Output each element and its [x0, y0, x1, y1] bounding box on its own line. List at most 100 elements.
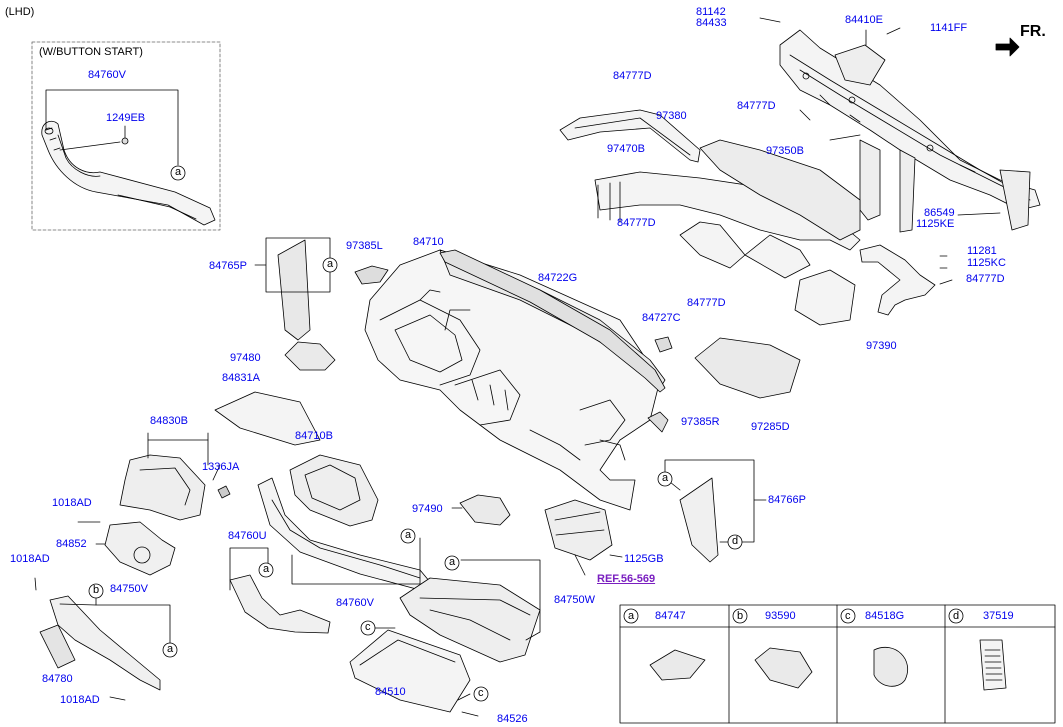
trim-strip-84722g-drawing — [439, 249, 666, 393]
front-direction-label: FR. — [1020, 23, 1046, 40]
part-1125kc-label[interactable]: 1125KC — [967, 257, 1006, 269]
screw-1018ad-lower — [34, 577, 126, 701]
bracket-93590-icon — [754, 647, 813, 689]
part-1125gb-label[interactable]: 1125GB — [624, 553, 664, 565]
legend-table — [619, 604, 1056, 724]
part-97390-label[interactable]: 97390 — [866, 340, 897, 352]
leader-84766p — [664, 459, 767, 543]
part-84852-label[interactable]: 84852 — [56, 538, 87, 550]
part-84510-label[interactable]: 84510 — [375, 686, 406, 698]
inset-mark-a: a — [175, 166, 182, 178]
ref-56-569-link[interactable]: REF.56-569 — [597, 573, 656, 585]
vent-97490-drawing — [459, 494, 511, 526]
legend-part-93590[interactable]: 93590 — [765, 610, 796, 622]
duct-97350b-drawing — [594, 139, 861, 326]
variant-label: (LHD) — [5, 6, 35, 18]
part-97380-label[interactable]: 97380 — [656, 110, 687, 122]
legend-mark-d: d — [953, 610, 960, 622]
part-84766p-label[interactable]: 84766P — [768, 494, 806, 506]
inset-mark-a-circle — [170, 165, 186, 181]
part-84777d-label-1[interactable]: 84777D — [613, 70, 652, 82]
part-1125ke-label[interactable]: 1125KE — [916, 218, 955, 230]
mark-a-84765p-circle — [322, 257, 338, 273]
cover-84831a-drawing — [214, 391, 321, 446]
part-84777d-label-5[interactable]: 84777D — [687, 297, 726, 309]
part-84433-label[interactable]: 84433 — [696, 17, 727, 29]
glove-box-housing-84750w-drawing — [399, 559, 541, 663]
part-97350b-label[interactable]: 97350B — [766, 145, 804, 157]
part-97385l-label[interactable]: 97385L — [346, 240, 383, 252]
part-1018ad-label-1[interactable]: 1018AD — [52, 497, 92, 509]
part-84760v-label[interactable]: 84760V — [336, 597, 374, 609]
inset-part-84760v-label[interactable]: 84760V — [88, 69, 126, 81]
legend-part-37519[interactable]: 37519 — [983, 610, 1014, 622]
part-84410e-label[interactable]: 84410E — [845, 14, 883, 26]
cap-84518g-icon — [873, 647, 908, 687]
mark-a-84750v-circle — [162, 642, 178, 658]
part-97470b-label[interactable]: 97470B — [607, 143, 645, 155]
vent-97385l-drawing — [354, 265, 389, 285]
inset-screw-icon — [121, 137, 129, 145]
mark-c-84510-lower: c — [478, 687, 484, 699]
part-1141ff-label[interactable]: 1141FF — [930, 22, 968, 34]
part-11281-label[interactable]: 11281 — [967, 245, 997, 257]
inset-screw-1249eb-label[interactable]: 1249EB — [106, 112, 146, 124]
part-97285d-label[interactable]: 97285D — [751, 421, 790, 433]
part-97490-label[interactable]: 97490 — [412, 503, 443, 515]
panel-84765p-drawing — [277, 239, 311, 341]
legend-part-84747[interactable]: 84747 — [655, 610, 686, 622]
part-84831a-label[interactable]: 84831A — [222, 372, 260, 384]
part-84780-label[interactable]: 84780 — [42, 673, 73, 685]
part-84777d-label-2[interactable]: 84777D — [737, 100, 776, 112]
lower-panel-84750v-drawing — [49, 595, 171, 691]
mark-a-84760v: a — [405, 529, 412, 541]
lower-trim-84760v-drawing — [257, 477, 431, 591]
part-1018ad-label-2[interactable]: 1018AD — [10, 553, 50, 565]
part-1336ja-label[interactable]: 1336JA — [202, 461, 240, 473]
mark-a-84766p: a — [662, 472, 669, 484]
part-97385r-label[interactable]: 97385R — [681, 416, 720, 428]
part-84526-label[interactable]: 84526 — [497, 713, 528, 725]
mark-b-84750v: b — [93, 584, 100, 596]
vent-97480-drawing — [284, 341, 336, 371]
part-97480-label[interactable]: 97480 — [230, 352, 261, 364]
part-84750v-label[interactable]: 84750V — [110, 583, 148, 595]
mark-a-84750v: a — [167, 643, 174, 655]
clip-84727c-drawing — [654, 336, 673, 353]
part-84777d-label-4[interactable]: 84777D — [966, 273, 1005, 285]
inset-trim-drawing — [41, 89, 216, 226]
vent-97385r-drawing — [647, 411, 669, 433]
cover-84780-drawing — [39, 624, 76, 669]
mark-c-84510-upper: c — [365, 621, 371, 633]
cover-97285d-drawing — [694, 337, 801, 399]
part-81142-label[interactable]: 81142 — [696, 6, 726, 18]
duct-97380-drawing — [559, 109, 701, 163]
panel-84766p-drawing — [679, 477, 719, 563]
lower-cover-84830b-drawing — [119, 432, 221, 521]
part-84727c-label[interactable]: 84727C — [642, 312, 681, 324]
part-84760u-label[interactable]: 84760U — [228, 530, 267, 542]
leader-lines-top-right — [759, 17, 1001, 285]
front-arrow-icon — [995, 37, 1020, 57]
legend-part-84518g[interactable]: 84518G — [865, 610, 905, 622]
part-86549-label[interactable]: 86549 — [924, 207, 955, 219]
part-84750w-label[interactable]: 84750W — [554, 594, 595, 606]
inset-box — [31, 41, 221, 231]
clip-84747-icon — [649, 649, 706, 681]
mark-a-84760v-circle — [400, 528, 416, 544]
label-37519-icon — [979, 639, 1007, 691]
part-1018ad-label-3[interactable]: 1018AD — [60, 694, 100, 706]
part-84777d-label-3[interactable]: 84777D — [617, 217, 656, 229]
part-84765p-label[interactable]: 84765P — [209, 260, 247, 272]
cowl-cross-bar-drawing — [779, 29, 1041, 233]
mark-a-84760u-circle — [258, 562, 274, 578]
part-84830b-label[interactable]: 84830B — [150, 415, 188, 427]
column-cover-84852-drawing — [77, 521, 176, 576]
inset-title: (W/BUTTON START) — [39, 46, 143, 58]
leader-84765p — [254, 237, 331, 293]
part-84710b-label[interactable]: 84710B — [295, 430, 333, 442]
part-84710-label[interactable]: 84710 — [413, 236, 444, 248]
mark-a-84750w-circle — [444, 555, 460, 571]
vent-frame-84710b-drawing — [289, 454, 379, 527]
part-84722g-label[interactable]: 84722G — [538, 272, 578, 284]
